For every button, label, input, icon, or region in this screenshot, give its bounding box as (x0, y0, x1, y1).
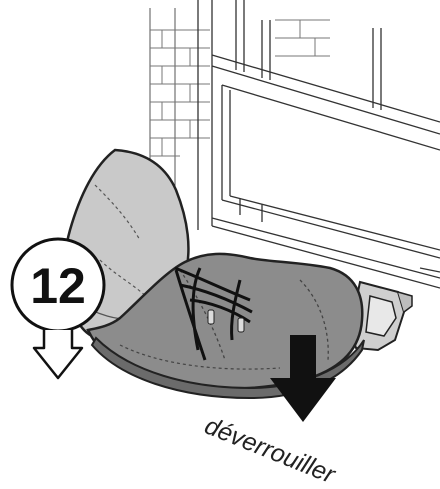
gate-frame (198, 0, 440, 288)
brick-wall (150, 8, 330, 195)
action-caption: déverrouiller (201, 412, 341, 489)
step-marker-icon: 12 (12, 239, 104, 378)
step-number: 12 (30, 258, 86, 314)
